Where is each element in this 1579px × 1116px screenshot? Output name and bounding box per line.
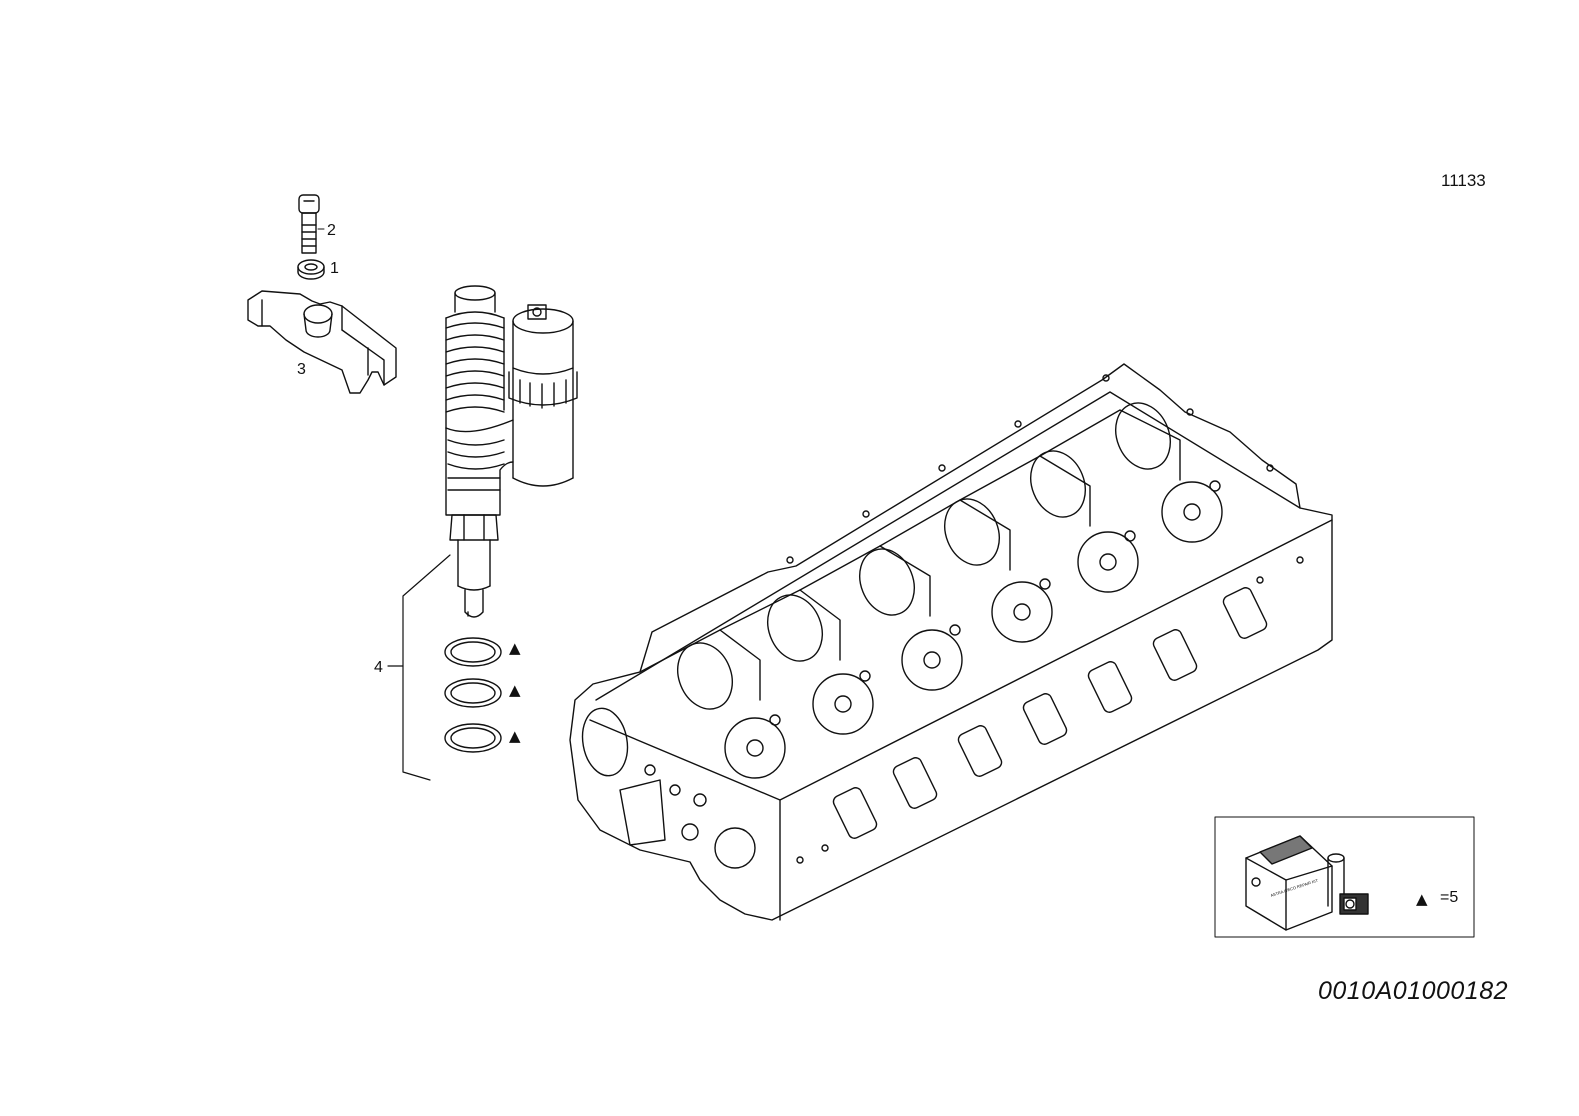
document-number: 0010A01000182 (1318, 977, 1509, 1005)
kit-legend-box (1214, 816, 1475, 938)
kit-legend-quantity: =5 (1440, 889, 1459, 906)
screw-part (298, 194, 320, 254)
callout-4-bracket (387, 554, 451, 781)
kit-legend-symbol: ▲ (1416, 890, 1428, 908)
callout-3: 3 (297, 361, 306, 378)
callout-1: 1 (330, 260, 339, 277)
drawing-reference-number: 11133 (1441, 171, 1486, 190)
unit-injector-part (445, 285, 578, 618)
washer-part (297, 259, 325, 280)
seal-marker-2: ▲ (509, 681, 521, 699)
sealing-rings (444, 637, 502, 753)
callout-4: 4 (374, 659, 383, 676)
clamp-part (247, 290, 397, 394)
cylinder-head (569, 363, 1333, 921)
seal-marker-3: ▲ (509, 727, 521, 745)
seal-marker-1: ▲ (509, 639, 521, 657)
callout-2: 2 (327, 222, 336, 239)
kit-box-label: ASTRA IVECO REPAIR KIT (1270, 878, 1319, 898)
